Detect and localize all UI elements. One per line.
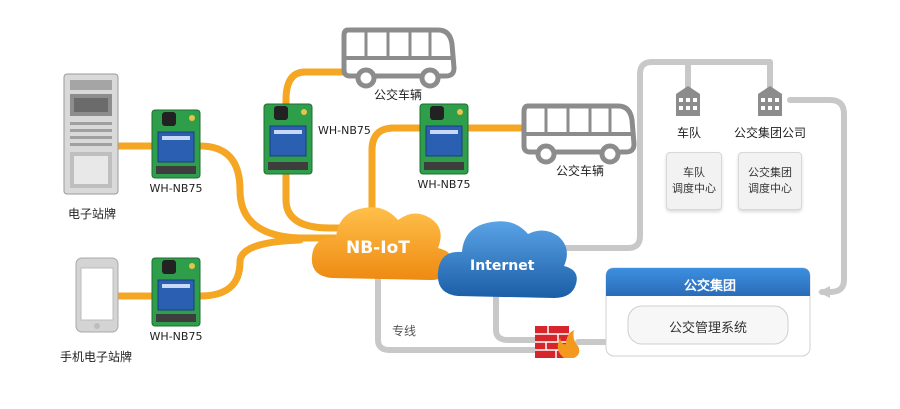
link-to-group-company [685, 59, 773, 91]
link-group-company-to-panel [787, 97, 847, 295]
bus-mid-icon [521, 103, 637, 165]
bus-top-label: 公交车辆 [373, 88, 423, 102]
link-phone-module-to-nbiot [196, 236, 304, 300]
dedicated-line-label: 专线 [392, 324, 417, 338]
firewall-icon [535, 326, 580, 358]
module-sign-label: WH-NB75 [149, 182, 203, 195]
group-panel [605, 267, 811, 357]
group-panel-header: 公交集团 [684, 279, 737, 294]
module-phone-label: WH-NB75 [149, 330, 203, 343]
gray-links [375, 59, 847, 353]
link-internet-to-firewall [493, 287, 538, 343]
fleet-center-line1: 车队 [683, 166, 705, 179]
nb75-module-bus-top-icon [263, 103, 313, 175]
internet-cloud-icon [437, 221, 577, 298]
electronic-sign-label: 电子站牌 [67, 207, 117, 221]
link-bus-mid-to-nbiot [368, 124, 526, 216]
internet-label: Internet [470, 258, 535, 274]
nb75-module-bus-mid-icon [419, 103, 469, 175]
group-center-line1: 公交集团 [748, 166, 792, 179]
module-bus-top-label: WH-NB75 [318, 124, 371, 137]
link-bus-top-to-nbiot [282, 68, 356, 232]
nbiot-cloud-icon [311, 207, 453, 280]
group-dispatch-center: 公交集团 调度中心 [738, 152, 802, 210]
bus-top-icon [341, 27, 457, 89]
fleet-center-line2: 调度中心 [672, 182, 716, 195]
fleet-building-icon [676, 86, 700, 116]
nb75-module-sign-icon [151, 109, 201, 179]
link-dedicated-line [375, 269, 538, 353]
group-center-line2: 调度中心 [748, 182, 792, 195]
management-system-label: 公交管理系统 [668, 321, 748, 336]
phone-sign-label: 手机电子站牌 [59, 350, 133, 364]
group-company-label: 公交集团公司 [733, 126, 807, 140]
module-bus-mid-label: WH-NB75 [417, 178, 471, 191]
group-company-building-icon [758, 86, 782, 116]
bus-mid-label: 公交车辆 [555, 164, 605, 178]
nbiot-label: NB-IoT [346, 238, 410, 258]
nb75-module-phone-icon [151, 257, 201, 327]
mobile-phone-icon [75, 257, 119, 333]
orange-links [114, 68, 526, 300]
link-sign-module-to-nbiot [196, 142, 344, 242]
arrow-head-icon [818, 286, 830, 298]
fleet-dispatch-center: 车队 调度中心 [666, 152, 722, 210]
link-internet-to-fleet [537, 59, 691, 251]
fleet-label: 车队 [676, 126, 702, 140]
electronic-sign-icon [63, 73, 119, 195]
